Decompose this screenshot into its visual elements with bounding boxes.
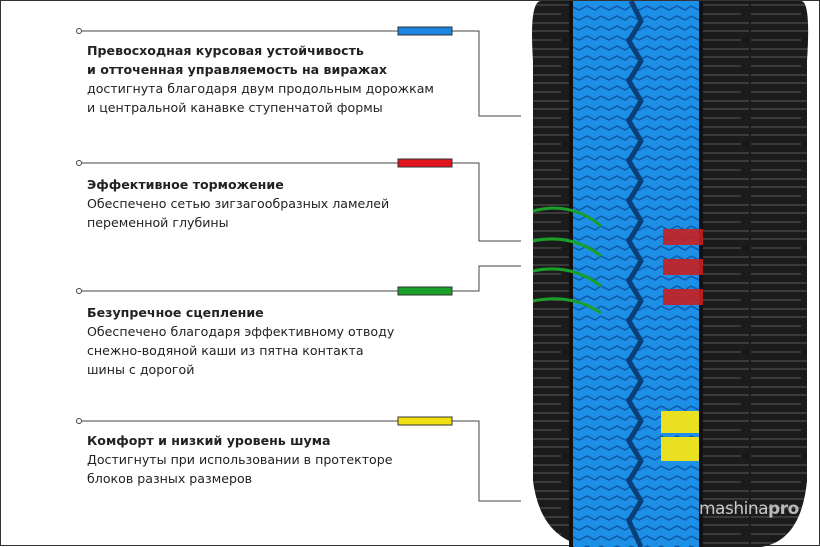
feature-comfort: Комфорт и низкий уровень шума Достигнуты…: [87, 431, 393, 488]
watermark: mashinapro: [699, 499, 799, 519]
feature-grip: Безупречное сцепление Обеспечено благода…: [87, 303, 394, 379]
yellow-highlight: [661, 411, 699, 461]
feature-desc: снежно-водяной каши из пятна контакта: [87, 343, 364, 358]
feature-braking: Эффективное торможение Обеспечено сетью …: [87, 175, 389, 232]
feature-desc: переменной глубины: [87, 215, 229, 230]
feature-desc: достигнута благодаря двум продольным дор…: [87, 81, 434, 96]
red-highlight: [663, 229, 703, 305]
connector-lines: [76, 26, 521, 502]
watermark-text: mashina: [699, 499, 769, 519]
feature-title: Безупречное сцепление: [87, 305, 264, 320]
feature-desc: и центральной канавке ступенчатой формы: [87, 100, 383, 115]
feature-desc: блоков разных размеров: [87, 471, 253, 486]
feature-desc: шины с дорогой: [87, 362, 195, 377]
marker-red: [397, 158, 453, 168]
watermark-text-bold: pro: [768, 499, 799, 519]
feature-desc: Обеспечено благодаря эффективному отводу: [87, 324, 395, 339]
green-highlight: [532, 206, 602, 315]
feature-desc: Достигнуты при использовании в протектор…: [87, 452, 393, 467]
feature-desc: Обеспечено сетью зигзагообразных ламелей: [87, 196, 390, 211]
feature-title: Превосходная курсовая устойчивость: [87, 43, 364, 58]
marker-yellow: [397, 416, 453, 426]
marker-green: [397, 286, 453, 296]
feature-title: Эффективное торможение: [87, 177, 284, 192]
feature-title: Комфорт и низкий уровень шума: [87, 433, 331, 448]
feature-title: и отточенная управляемость на виражах: [87, 62, 388, 77]
marker-blue: [397, 26, 453, 36]
tire-image: [532, 1, 809, 547]
feature-stability: Превосходная курсовая устойчивость и отт…: [87, 41, 434, 117]
